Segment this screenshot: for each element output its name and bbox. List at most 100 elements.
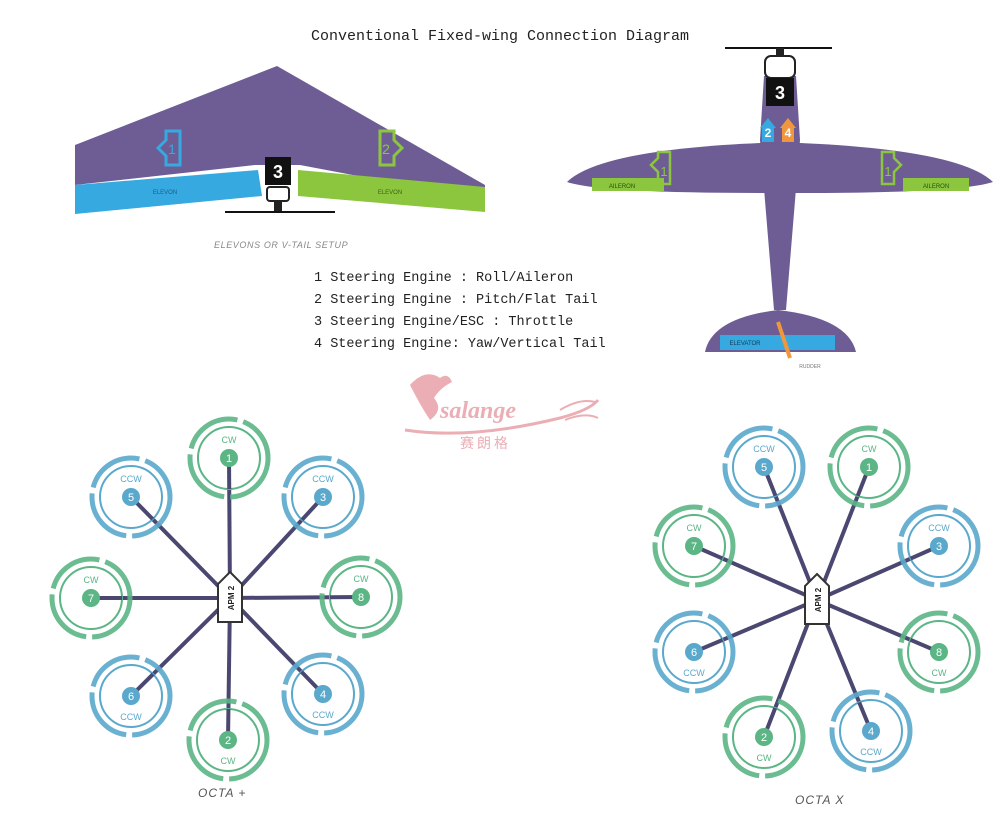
rotation-ring-icon [186, 698, 270, 782]
controller-label: APM 2 [814, 587, 823, 612]
airplane-motor-badge [766, 78, 794, 106]
octa-plus-motor-5: 5 CCW [89, 455, 173, 539]
fuselage [760, 76, 800, 310]
airplane: AILERON AILERON 1 1 ELEVATOR RUDDER 3 2 … [567, 47, 993, 370]
octa-plus-motor-1: 1 CW [187, 416, 271, 500]
motor-hub [930, 537, 948, 555]
motor-number: 1 [866, 462, 872, 474]
rudder-servo-arrow-icon [780, 118, 796, 142]
octa-x-motor-3: 3 CCW [897, 504, 981, 588]
servo-1-number: 1 [168, 141, 176, 157]
rotation-ring-icon [652, 504, 736, 588]
motor-direction-label: CW [687, 523, 702, 533]
motor-hub [220, 449, 238, 467]
right-aileron-label: AILERON [923, 184, 949, 190]
octa-plus-motor-8: 8 CW [319, 555, 403, 639]
servo-legend: 1 Steering Engine : Roll/Aileron 2 Steer… [314, 268, 606, 356]
octa-plus-motor-7: 7 CW [49, 556, 133, 640]
motor-direction-label: CCW [120, 474, 142, 484]
airplane-motor-number: 3 [775, 83, 785, 103]
rudder-label: RUDDER [799, 364, 821, 370]
aileron-right-arrow-icon [880, 150, 903, 186]
motor-direction-label: CW [862, 444, 877, 454]
elevator-servo-arrow-icon [760, 118, 776, 142]
legend-item-1: 1 Steering Engine : Roll/Aileron [314, 271, 574, 286]
rotation-ring-icon [49, 556, 133, 640]
motor-hub [930, 643, 948, 661]
right-elevon-label: ELEVON [378, 190, 402, 196]
octa-x-motor-7: 7CW [652, 504, 736, 588]
motor-hub [122, 687, 140, 705]
motor-number: 2 [225, 735, 231, 747]
right-elevon [298, 170, 485, 212]
motor-number: 8 [936, 647, 942, 659]
motor-number: 3 [936, 541, 942, 553]
left-aileron [592, 178, 664, 191]
left-aileron-label: AILERON [609, 184, 635, 190]
motor-hub [352, 588, 370, 606]
aileron-right-number: 1 [884, 164, 891, 179]
legend-item-3: 3 Steering Engine/ESC : Throttle [314, 315, 574, 330]
motor-hub [685, 537, 703, 555]
right-aileron [903, 178, 969, 191]
motor-direction-label: CW [757, 753, 772, 763]
motor-number: 3 [320, 492, 326, 504]
motor-direction-label: CW [354, 574, 369, 584]
motor-direction-label: CW [222, 435, 237, 445]
rotation-ring-icon [187, 416, 271, 500]
controller-label: APM 2 [227, 585, 236, 610]
motor-direction-label: CW [221, 756, 236, 766]
legend-item-2: 2 Steering Engine : Pitch/Flat Tail [314, 293, 598, 308]
left-elevon [75, 170, 262, 214]
octa-plus-motor-2: 2CW [186, 698, 270, 782]
elevons-caption: ELEVONS OR V-TAIL SETUP [214, 240, 348, 250]
rudder-servo-number: 4 [785, 126, 792, 140]
rotation-ring-icon [319, 555, 403, 639]
flying-wing: ELEVON ELEVON 1 2 3 [75, 66, 485, 214]
motor-direction-label: CCW [928, 523, 950, 533]
rotation-ring-icon [722, 425, 806, 509]
rotation-ring-icon [281, 652, 365, 736]
rotation-ring-icon [89, 654, 173, 738]
motor-hub [862, 722, 880, 740]
motor-direction-label: CCW [120, 712, 142, 722]
motor-hub [219, 731, 237, 749]
servo-1-arrow-icon [155, 129, 182, 167]
octa-x-motor-8: 8CW [897, 610, 981, 694]
elevator [720, 335, 835, 350]
controller-arrow-icon [217, 570, 243, 623]
motor-direction-label: CW [84, 575, 99, 585]
elevator-label: ELEVATOR [729, 341, 761, 347]
motor-number: 4 [320, 689, 326, 701]
diagram-title: Conventional Fixed-wing Connection Diagr… [310, 28, 690, 45]
motor-direction-label: CW [932, 668, 947, 678]
motor-hub [755, 728, 773, 746]
motor-hub [314, 488, 332, 506]
servo-2-number: 2 [382, 141, 390, 157]
octa-plus-caption: OCTA + [198, 786, 247, 800]
motor-direction-label: CCW [683, 668, 705, 678]
motor-direction-label: CCW [753, 444, 775, 454]
motor-number: 7 [88, 593, 94, 605]
motor-3-number: 3 [273, 162, 283, 182]
motor-number: 1 [226, 453, 232, 465]
octa-plus-controller: APM 2 [217, 570, 243, 623]
motor-3-badge [265, 157, 291, 185]
motor-number: 4 [868, 726, 874, 738]
motor-number: 5 [761, 462, 767, 474]
octa-x-motor-2: 2CW [722, 695, 806, 779]
motor-number: 8 [358, 592, 364, 604]
motor-number: 6 [691, 647, 697, 659]
rotation-ring-icon [897, 610, 981, 694]
elevator-servo-number: 2 [765, 126, 772, 140]
motor-number: 5 [128, 492, 134, 504]
rudder [776, 321, 792, 359]
